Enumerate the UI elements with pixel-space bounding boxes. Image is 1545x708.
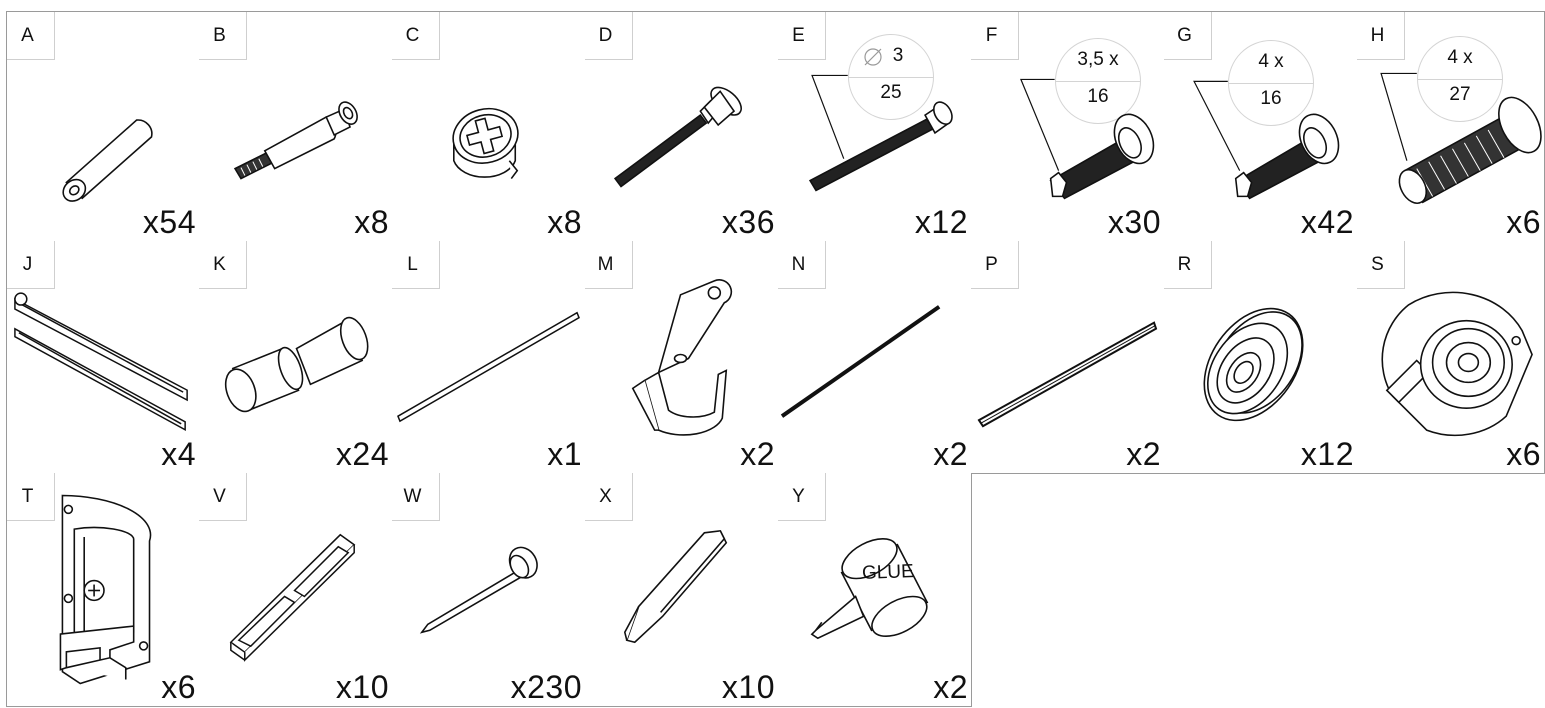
part-quantity: x30 — [1107, 204, 1161, 240]
size-callout-bottom: 16 — [1260, 88, 1282, 109]
part-label: B — [199, 12, 247, 60]
rail-bracket-icon — [631, 279, 733, 436]
part-label: M — [585, 241, 633, 289]
part-cell-p: P x2 — [971, 241, 1165, 474]
machine-screw-icon — [808, 74, 953, 192]
size-callout-bottom: 16 — [1087, 86, 1109, 107]
dowel-icon — [62, 119, 153, 202]
size-callout-top: 3,5 x — [1077, 49, 1119, 70]
wheel-icon — [1203, 307, 1304, 422]
drawer-rail-icon — [14, 292, 188, 431]
diameter-icon — [864, 48, 882, 66]
part-label: H — [1357, 12, 1405, 60]
glue-label: GLUE — [861, 561, 915, 584]
part-label: P — [971, 241, 1019, 289]
part-cell-g: G 4 x 16 x42 — [1164, 11, 1358, 242]
part-cell-l: L x1 — [392, 241, 586, 474]
flat-bar-icon — [977, 321, 1158, 428]
cam-lock-icon — [452, 107, 519, 180]
part-label: E — [778, 12, 826, 60]
size-callout: 4 x 27 — [1417, 36, 1503, 122]
part-quantity: x8 — [354, 204, 389, 240]
part-cell-b: B x8 — [199, 11, 393, 242]
glide-pad-icon — [623, 529, 728, 644]
part-quantity: x10 — [335, 669, 389, 705]
part-cell-w: W x230 — [392, 473, 586, 707]
part-quantity: x24 — [335, 436, 389, 472]
size-callout-bottom: 25 — [880, 82, 902, 103]
part-cell-y: Y GLUE x2 — [778, 473, 972, 707]
part-cell-d: D x36 — [585, 11, 779, 242]
part-quantity: x54 — [142, 204, 196, 240]
size-callout-top: 4 x — [1447, 47, 1473, 68]
shelf-support-screw-icon — [613, 86, 742, 188]
part-quantity: x4 — [161, 436, 196, 472]
part-quantity: x6 — [161, 669, 196, 705]
part-cell-t: T x6 — [6, 473, 200, 707]
part-cell-n: N x2 — [778, 241, 972, 474]
part-label: V — [199, 473, 247, 521]
part-label: Y — [778, 473, 826, 521]
size-callout: 3,5 x 16 — [1055, 38, 1141, 124]
part-cell-v: V x10 — [199, 473, 393, 707]
part-label: A — [7, 12, 55, 60]
part-label: K — [199, 241, 247, 289]
part-label: G — [1164, 12, 1212, 60]
part-quantity: x8 — [547, 204, 582, 240]
part-cell-m: M x2 — [585, 241, 779, 474]
hinge-plate-icon — [59, 494, 152, 685]
cam-bolt-icon — [233, 101, 358, 180]
size-callout: 4 x 16 — [1228, 40, 1314, 126]
wood-screw-icon — [1020, 78, 1155, 200]
part-quantity: x1 — [547, 436, 582, 472]
size-callout-bottom: 27 — [1449, 84, 1471, 105]
size-callout-top: 3 — [892, 45, 904, 66]
part-cell-f: F 3,5 x 16 x30 — [971, 11, 1165, 242]
glue-bottle-icon — [810, 538, 929, 640]
wood-screw-icon — [1380, 72, 1542, 204]
nail-icon — [419, 546, 538, 634]
size-callout: 3 25 — [848, 34, 934, 120]
part-label: X — [585, 473, 633, 521]
part-cell-k: K x24 — [199, 241, 393, 474]
part-cell-j: J x4 — [6, 241, 200, 474]
part-quantity: x6 — [1506, 436, 1541, 472]
part-label: D — [585, 12, 633, 60]
part-quantity: x2 — [1126, 436, 1161, 472]
roller-icon — [1381, 291, 1533, 437]
part-label: F — [971, 12, 1019, 60]
part-quantity: x12 — [1300, 436, 1354, 472]
part-quantity: x36 — [721, 204, 775, 240]
part-label: W — [392, 473, 440, 521]
part-cell-e: E 3 25 x12 — [778, 11, 972, 242]
part-label: L — [392, 241, 440, 289]
part-cell-r: R x12 — [1164, 241, 1358, 474]
rod-icon — [397, 311, 580, 423]
part-cell-a: A x54 — [6, 11, 200, 242]
size-callout-top: 4 x — [1258, 51, 1284, 72]
part-quantity: x2 — [933, 436, 968, 472]
part-cell-c: C x8 — [392, 11, 586, 242]
part-label: C — [392, 12, 440, 60]
part-cell-s: S x6 — [1357, 241, 1545, 474]
part-label: J — [7, 241, 55, 289]
part-quantity: x6 — [1506, 204, 1541, 240]
wood-screw-icon — [1193, 80, 1340, 200]
channel-bracket-icon — [229, 533, 356, 662]
part-label: T — [7, 473, 55, 521]
shelf-pin-icon — [224, 316, 369, 413]
part-quantity: x12 — [914, 204, 968, 240]
part-cell-h: H 4 x 27 x6 — [1357, 11, 1545, 242]
part-label: S — [1357, 241, 1405, 289]
part-quantity: x230 — [510, 669, 582, 705]
part-label: N — [778, 241, 826, 289]
part-quantity: x42 — [1300, 204, 1354, 240]
part-cell-x: X x10 — [585, 473, 779, 707]
part-quantity: x10 — [721, 669, 775, 705]
wire-rod-icon — [780, 305, 941, 418]
part-quantity: x2 — [933, 669, 968, 705]
part-quantity: x2 — [740, 436, 775, 472]
part-label: R — [1164, 241, 1212, 289]
